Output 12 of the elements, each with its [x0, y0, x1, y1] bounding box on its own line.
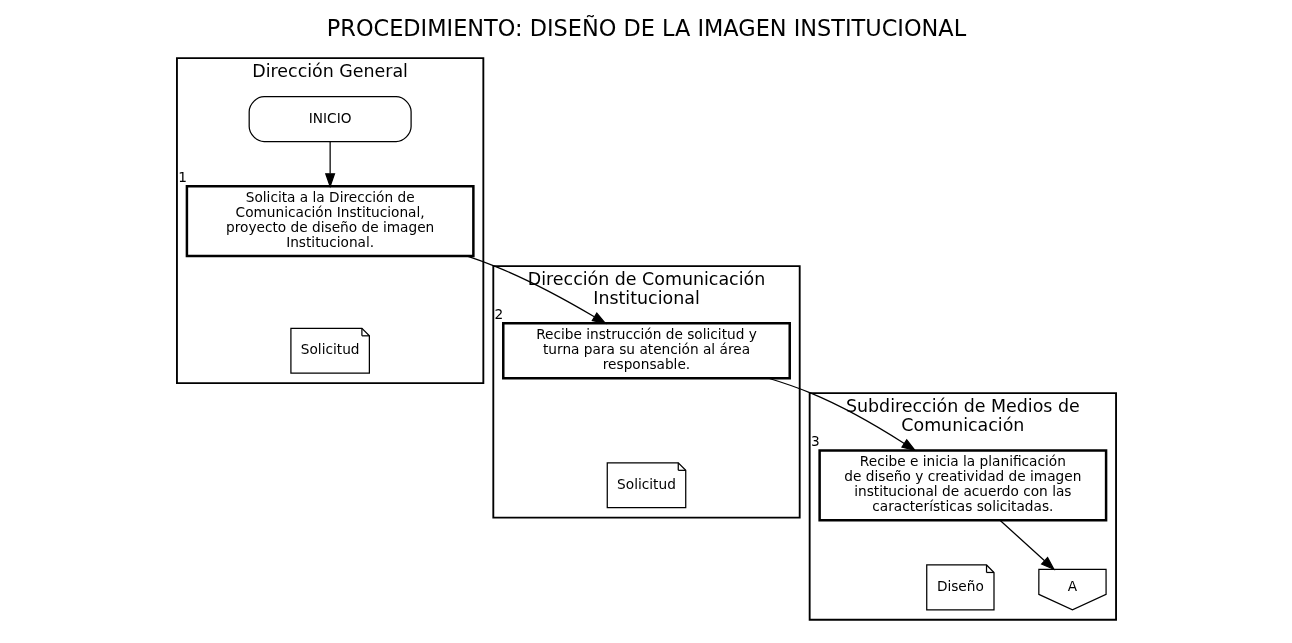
node-label: 3: [810, 433, 820, 450]
node-box: Recibe instrucción de solicitud y turna para su atención al área responsable.: [501, 322, 791, 380]
arrow: [324, 141, 335, 189]
node-box: Recibe e inicia la planificación de diseño y creatividad de imagen institucional de acuerdo con las características solicitadas.: [817, 449, 1107, 522]
arrow: [466, 255, 607, 325]
diagram-title: PROCEDIMIENTO: DISEÑO DE LA IMAGEN INSTITUCIONAL: [326, 15, 966, 42]
node-box: Solicita a la Dirección de Comunicación Institucional, proyecto de diseño de imagen Institucional.: [185, 185, 475, 258]
arrow: [998, 519, 1055, 571]
arrow: [767, 377, 916, 452]
node-label: 1: [177, 169, 187, 186]
node-label: 2: [494, 306, 503, 323]
node-box: INICIO: [248, 96, 412, 143]
